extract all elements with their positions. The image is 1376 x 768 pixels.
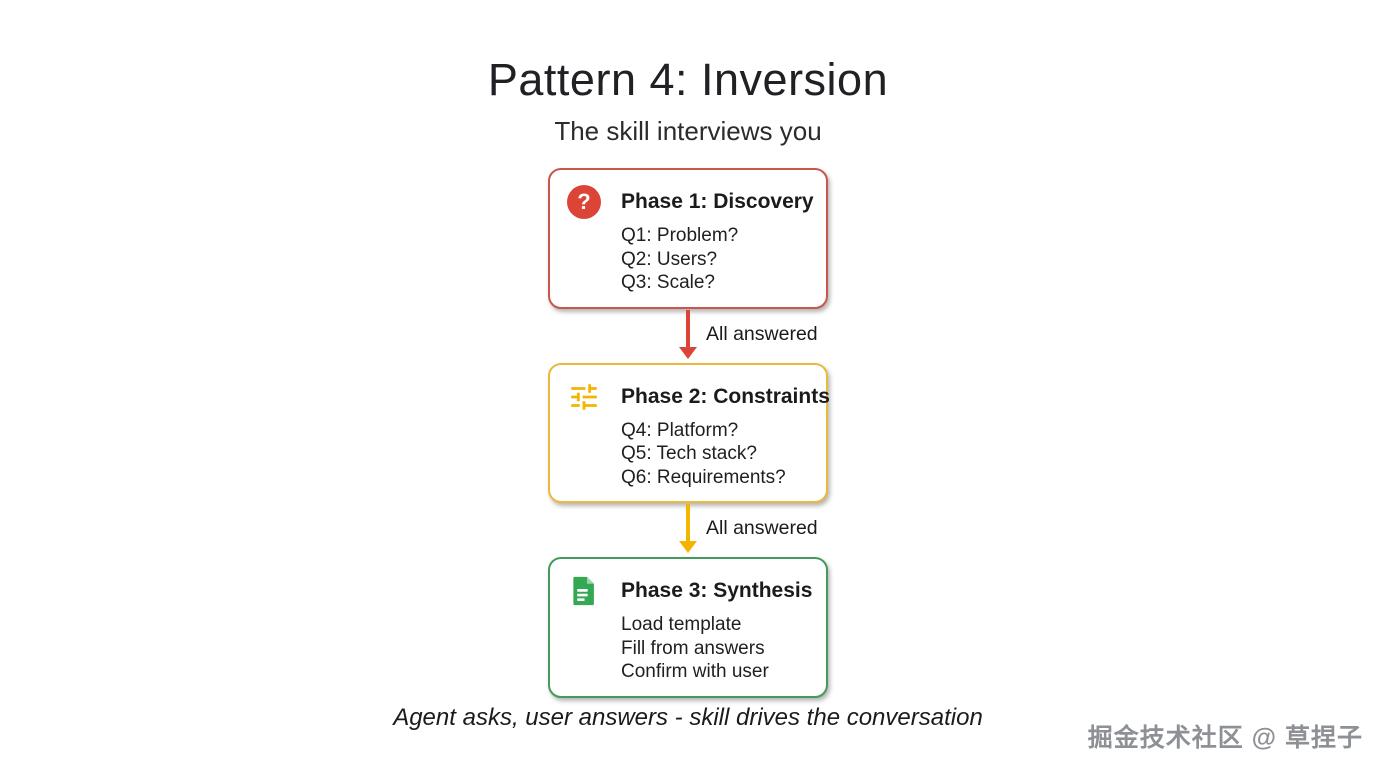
footer-caption: Agent asks, user answers - skill drives … [393,704,983,731]
tune-sliders-icon [567,380,601,414]
document-icon [567,574,601,608]
phase-flow-diagram: ? Phase 1: Discovery Q1: Problem? Q2: Us… [548,168,830,698]
arrow-down-icon [686,504,690,542]
flow-arrow-2: All answered [548,503,828,557]
phase-line: Confirm with user [621,661,769,682]
arrow-down-icon [686,309,690,348]
phase-card-constraints: Phase 2: Constraints Q4: Platform? Q5: T… [548,362,830,503]
page-subtitle: The skill interviews you [554,116,822,146]
phase-line: Q6: Requirements? [621,466,786,488]
phase-card-discovery: ? Phase 1: Discovery Q1: Problem? Q2: Us… [548,168,828,309]
diagram-header: Pattern 4: Inversion The skill interview… [0,54,1376,147]
phase-lines: Q1: Problem? Q2: Users? Q3: Scale? [621,224,812,295]
phase-card-header: ? Phase 1: Discovery [567,185,814,219]
flow-arrow-1: All answered [548,309,828,363]
page-title: Pattern 4: Inversion [487,54,889,105]
question-circle-icon: ? [567,185,601,219]
phase-card-synthesis: Phase 3: Synthesis Load template Fill fr… [548,557,828,698]
phase-lines: Load template Fill from answers Confirm … [621,613,812,684]
phase-card-header: Phase 2: Constraints [567,380,830,414]
phase-line: Load template [621,614,742,635]
phase-line: Q5: Tech stack? [621,443,757,464]
phase-line: Fill from answers [621,637,765,659]
phase-line: Q1: Problem? [621,225,739,246]
phase-title: Phase 3: Synthesis [621,579,813,602]
phase-card-header: Phase 3: Synthesis [567,574,812,608]
phase-line: Q3: Scale? [621,272,715,293]
arrow-label: All answered [706,322,818,345]
phase-line: Q4: Platform? [621,419,739,441]
phase-title: Phase 2: Constraints [621,384,830,408]
arrow-label: All answered [706,517,818,539]
phase-lines: Q4: Platform? Q5: Tech stack? Q6: Requir… [621,419,812,490]
phase-title: Phase 1: Discovery [621,190,814,213]
watermark: 掘金技术社区 @ 草捏子 [1087,724,1363,752]
phase-line: Q2: Users? [621,248,718,270]
